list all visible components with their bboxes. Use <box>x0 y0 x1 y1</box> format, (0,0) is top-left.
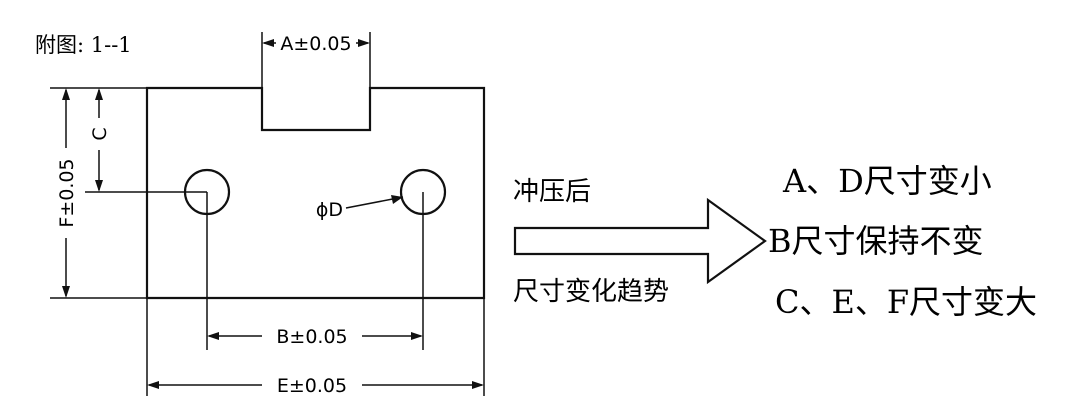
dim-a-label: A±0.05 <box>280 33 351 55</box>
process-top-label: 冲压后 <box>513 177 591 207</box>
dim-b-label: B±0.05 <box>276 326 347 348</box>
part-outline <box>145 86 486 300</box>
dim-e-label: E±0.05 <box>277 375 347 397</box>
arrowheads <box>62 39 484 389</box>
process-bottom-label: 尺寸变化趋势 <box>513 277 669 307</box>
dim-c-label: C <box>89 127 111 140</box>
result-line-3: C、E、F尺寸变大 <box>775 283 1037 321</box>
figure-label: 附图: 1--1 <box>35 33 132 57</box>
process-arrow <box>513 197 767 285</box>
dim-d-label: ϕD <box>316 199 343 221</box>
result-line-2: B尺寸保持不变 <box>768 222 984 260</box>
result-line-1: A、D尺寸变小 <box>782 162 992 200</box>
dim-f-label: F±0.05 <box>56 158 78 227</box>
part-drawing <box>145 86 486 300</box>
